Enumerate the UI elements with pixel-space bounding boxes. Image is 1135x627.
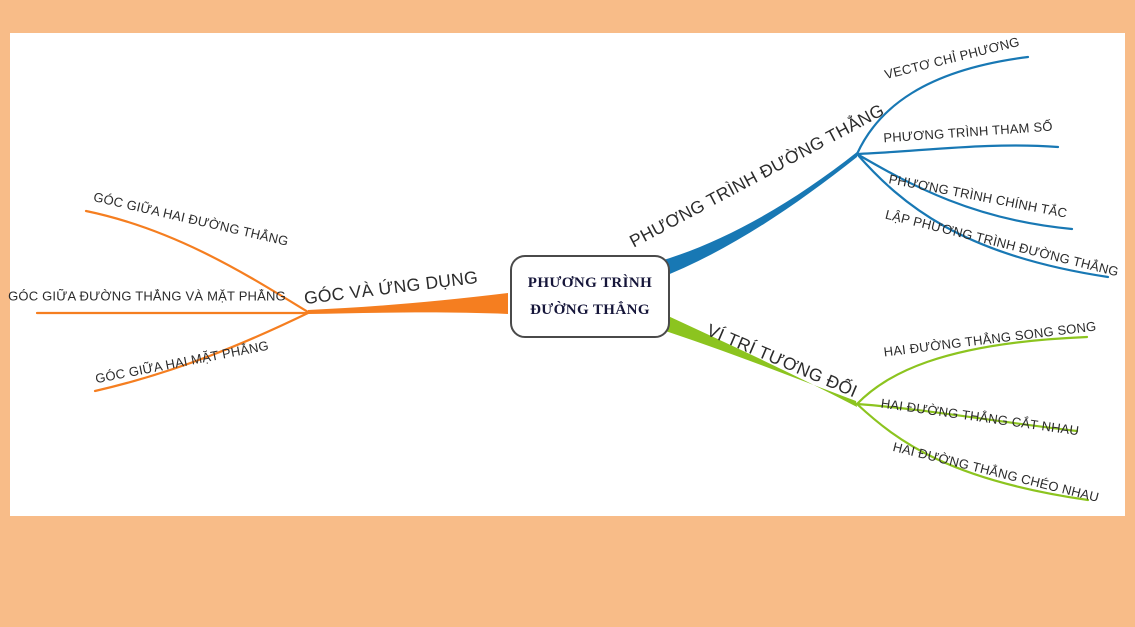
- branch-line-lap-pt-duong-thang: [855, 152, 1110, 279]
- branch-relative-position-trunk: [650, 309, 857, 407]
- root-node-title-line1: PHƯƠNG TRÌNH: [527, 275, 653, 292]
- branch-equations-trunk: [655, 152, 857, 280]
- branch-line-pt-tham-so: [855, 144, 1060, 156]
- branch-line-goc-hai-duong-thang: [84, 209, 310, 314]
- branch-line-pt-chinh-tac: [855, 152, 1074, 231]
- branch-line-song-song: [855, 335, 1089, 406]
- root-node[interactable]: PHƯƠNG TRÌNH ĐƯỜNG THẲNG: [510, 255, 670, 338]
- branch-line-vecto-chi-phuong: [855, 55, 1030, 156]
- branch-angles-trunk: [308, 293, 508, 314]
- branch-line-cat-nhau: [855, 402, 1079, 433]
- branch-line-goc-hai-mat-phang: [93, 311, 310, 393]
- branch-line-cheo-nhau: [855, 402, 1090, 502]
- root-node-title-line2: ĐƯỜNG THẲNG: [530, 301, 650, 318]
- node-label-goc-giua-duong-thang-va-mat-phang[interactable]: GÓC GIỮA ĐƯỜNG THẲNG VÀ MẶT PHẲNG: [8, 288, 286, 304]
